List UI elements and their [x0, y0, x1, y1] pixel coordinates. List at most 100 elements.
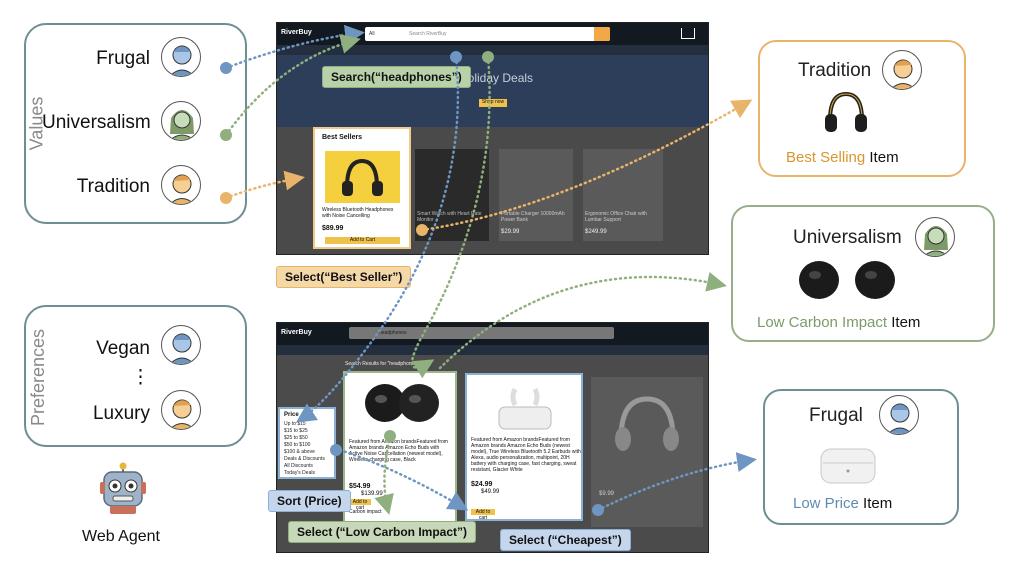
arrow-frugal-path — [295, 55, 460, 423]
product-a-title: Featured from Amazon brandsFeatured from… — [349, 439, 448, 463]
arrow-universalism-result — [438, 272, 727, 370]
arrow-tradition-bestseller — [224, 170, 305, 200]
side-product-card[interactable]: $9.99 — [591, 377, 703, 527]
product-card-cheapest[interactable]: Featured from Amazon brandsFeatured from… — [465, 373, 583, 521]
price-filter-panel[interactable]: Price Up to $15 $15 to $25 $25 to $50 $5… — [278, 407, 336, 479]
product-card-low-carbon[interactable]: Featured from Amazon brandsFeatured from… — [343, 371, 457, 523]
product-a-add-to-cart[interactable]: Add to cart — [349, 499, 371, 511]
result-caption-highlight: Low Price — [793, 495, 859, 512]
best-seller-product-title: Wireless Bluetooth Headphones with Noise… — [322, 207, 394, 219]
price-filter-title: Price — [284, 412, 299, 418]
persona-name-vegan: Vegan — [96, 338, 150, 359]
top-brand: RiverBuy — [281, 29, 312, 36]
top-search-bar[interactable]: All Search RiverBuy — [365, 27, 610, 41]
price-filter-option[interactable]: Deals & Discounts — [284, 456, 325, 462]
top-search-category: All — [369, 31, 375, 37]
cart-icon[interactable] — [681, 28, 695, 39]
arrow-tradition-result — [420, 99, 753, 232]
price-filter-option[interactable]: All Discounts — [284, 463, 313, 469]
person-blue-icon — [161, 325, 201, 365]
action-select-low-carbon: Select (“Low Carbon Impact”) — [288, 521, 477, 543]
arrow-frugal-search — [224, 24, 365, 70]
result-caption-frugal: Low Price Item — [793, 495, 892, 512]
arrow-dot-frugal — [220, 62, 232, 74]
person-orange-icon — [882, 50, 922, 90]
arrow-universalism-path — [410, 55, 491, 379]
person-green-icon — [915, 217, 955, 257]
price-filter-option[interactable]: $50 to $100 — [284, 442, 311, 448]
best-seller-price: $89.99 — [322, 225, 344, 232]
headphones-icon — [822, 88, 870, 138]
values-panel: Values — [24, 23, 247, 224]
result-panel-tradition: Tradition Best Selling Item — [758, 40, 966, 177]
result-caption-highlight: Low Carbon Impact — [757, 314, 888, 331]
product-title-charger: Portable Charger 10000mAh Power Bank — [501, 211, 565, 223]
action-select-best-seller: Select(“Best Seller”) — [276, 266, 412, 288]
side-product-price: $9.99 — [599, 491, 615, 497]
preferences-ellipsis: ⋮ — [131, 367, 150, 388]
result-caption-rest: Item — [865, 149, 899, 166]
result-caption-rest: Item — [858, 495, 893, 512]
price-filter-option[interactable]: $25 to $50 — [284, 435, 308, 441]
earbuds-black-icon — [793, 255, 903, 305]
bottom-brand: RiverBuy — [281, 329, 312, 336]
result-persona-frugal: Frugal — [809, 405, 863, 426]
arrow-dot-cheapest — [592, 504, 604, 516]
best-sellers-title: Best Sellers — [322, 134, 363, 141]
best-seller-add-to-cart[interactable]: Add to Cart — [325, 237, 400, 244]
best-seller-card[interactable]: Best Sellers Wireless Bluetooth Headphon… — [313, 127, 411, 249]
product-price-charger: $29.99 — [501, 229, 520, 235]
arrow-frugal-result — [596, 452, 757, 512]
arrow-dot-bestseller — [416, 224, 428, 236]
arrow-dot-carbon — [384, 430, 396, 442]
product-price-chair: $249.99 — [585, 229, 607, 235]
price-filter-option[interactable]: Up to $15 — [284, 421, 306, 427]
persona-name-tradition: Tradition — [76, 176, 150, 197]
product-b-add-to-cart[interactable]: Add to cart — [471, 509, 495, 521]
product-card-chair[interactable]: Ergonomic Office Chair with Lumbar Suppo… — [583, 149, 663, 241]
product-b-list-price: $49.99 — [481, 489, 500, 495]
arrow-dot-price — [330, 444, 342, 456]
search-icon[interactable] — [594, 27, 610, 41]
product-a-carbon-badge: Carbon impact — [349, 509, 382, 515]
action-select-cheapest: Select (“Cheapest”) — [500, 529, 631, 551]
product-title-watch: Smart Watch with Heart Rate Monitor — [417, 211, 482, 223]
person-orange-icon — [161, 390, 201, 430]
persona-name-frugal: Frugal — [96, 48, 150, 69]
result-panel-frugal: Frugal Low Price Item — [763, 389, 959, 525]
result-caption-tradition: Best Selling Item — [786, 149, 899, 166]
hero-shop-button[interactable]: Shop now — [479, 99, 507, 107]
persona-name-universalism: Universalism — [42, 112, 151, 133]
price-filter-option[interactable]: Today's Deals — [284, 470, 315, 476]
arrow-dot-search-green — [482, 51, 494, 63]
product-b-image — [485, 383, 565, 433]
product-a-list-price: $139.99 — [361, 491, 383, 497]
product-a-image — [355, 377, 447, 427]
product-a-price: $54.99 — [349, 483, 371, 490]
results-title: Search Results for "headphones" — [345, 361, 419, 367]
robot-icon — [96, 462, 150, 516]
product-title-chair: Ergonomic Office Chair with Lumbar Suppo… — [585, 211, 647, 223]
top-search-placeholder: Search RiverBuy — [409, 31, 447, 37]
result-persona-universalism: Universalism — [793, 227, 902, 248]
price-filter-option[interactable]: $15 to $25 — [284, 428, 308, 434]
top-subnav — [277, 45, 708, 55]
preferences-panel: Preferences — [24, 305, 247, 447]
result-caption-rest: Item — [887, 314, 921, 331]
product-b-price: $24.99 — [471, 481, 493, 488]
persona-name-luxury: Luxury — [92, 403, 150, 424]
result-caption-universalism: Low Carbon Impact Item — [757, 314, 920, 331]
bottom-screenshot: RiverBuy headphones Search Results for "… — [276, 322, 709, 553]
arrow-universalism-search — [224, 34, 361, 137]
person-orange-icon — [161, 165, 201, 205]
earbuds-case-white-icon — [817, 441, 879, 489]
arrow-dot-universalism — [220, 129, 232, 141]
bottom-search-text: headphones — [379, 330, 407, 336]
action-sort-price: Sort (Price) — [268, 490, 351, 512]
product-card-charger[interactable]: Portable Charger 10000mAh Power Bank $29… — [499, 149, 573, 241]
result-panel-universalism: Universalism Low Carbon Impact Item — [731, 205, 995, 342]
action-search: Search(“headphones”) — [322, 66, 471, 88]
price-filter-option[interactable]: $100 & above — [284, 449, 315, 455]
product-b-title: Featured from Amazon brandsFeatured from… — [471, 437, 581, 473]
